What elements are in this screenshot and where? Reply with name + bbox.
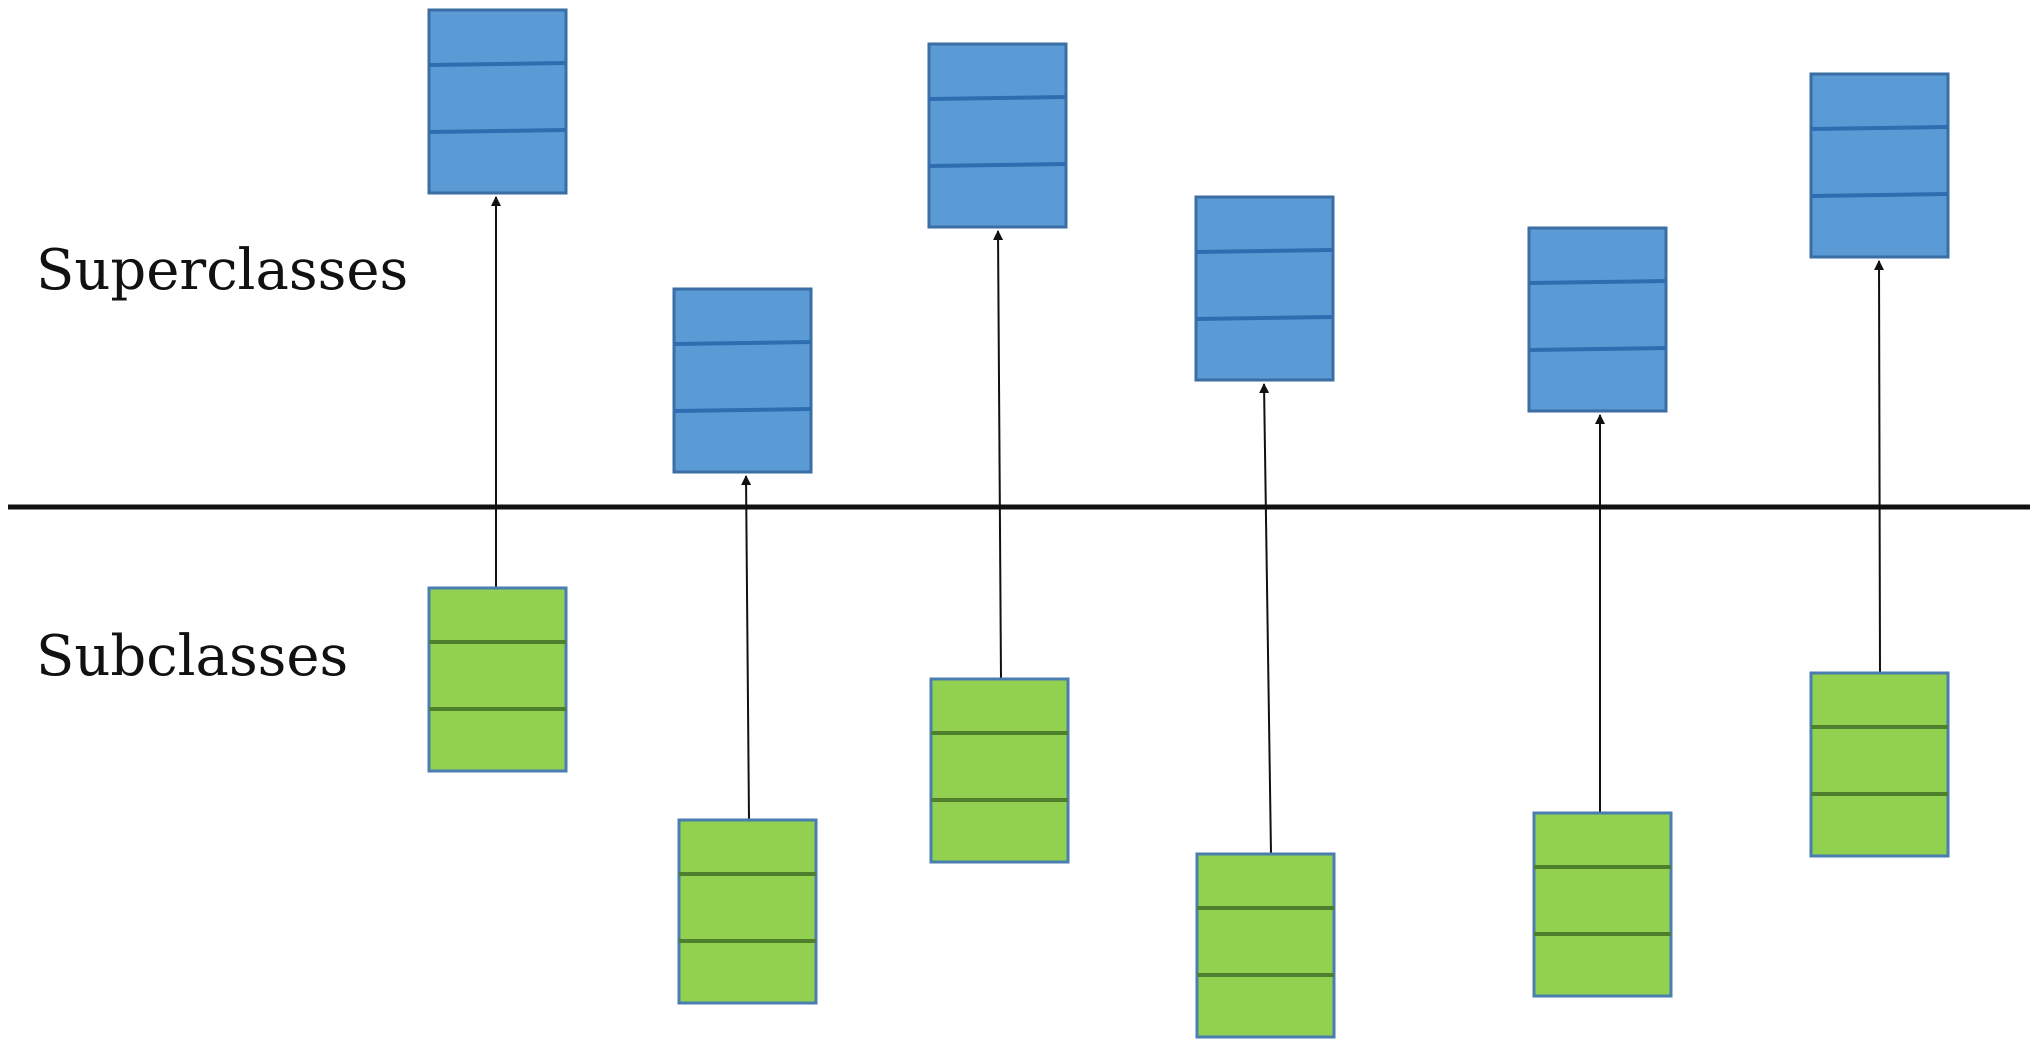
class-divider-line [1195, 315, 1334, 321]
superclass-box-2 [672, 287, 813, 474]
subclass-box-body [1809, 671, 1950, 858]
subclass-box-6 [1809, 671, 1950, 858]
superclass-box-body [672, 287, 813, 474]
class-divider-line [428, 128, 567, 134]
subclass-box-body [1195, 852, 1336, 1039]
class-divider-line [1528, 346, 1667, 352]
class-divider-line [928, 95, 1067, 101]
subclass-box-3 [929, 677, 1070, 864]
subclass-box-body [929, 677, 1070, 864]
subclass-box-body [1532, 811, 1673, 998]
class-divider-line [673, 340, 812, 346]
superclass-box-body [427, 8, 568, 195]
inheritance-arrow [1259, 383, 1272, 855]
class-divider-line [928, 162, 1067, 168]
superclass-box-4 [1194, 195, 1335, 382]
class-divider-line [673, 407, 812, 413]
superclass-box-3 [927, 42, 1068, 229]
subclass-box-1 [427, 586, 568, 773]
inheritance-arrows [491, 196, 1885, 855]
subclass-box-5 [1532, 811, 1673, 998]
subclass-box-2 [677, 818, 818, 1005]
class-divider-line [1810, 125, 1949, 131]
superclass-box-body [1527, 226, 1668, 413]
class-divider-line [1528, 279, 1667, 285]
subclass-box-body [677, 818, 818, 1005]
class-divider-line [428, 61, 567, 67]
subclass-box-4 [1195, 852, 1336, 1039]
superclass-box-body [1809, 72, 1950, 259]
subclasses-label: Subclasses [36, 624, 349, 689]
superclass-row [427, 8, 1950, 474]
inheritance-arrow [741, 475, 752, 821]
class-divider-line [1810, 192, 1949, 198]
superclass-box-1 [427, 8, 568, 195]
subclass-box-body [427, 586, 568, 773]
superclass-box-body [927, 42, 1068, 229]
subclass-row [427, 586, 1950, 1039]
superclass-box-5 [1527, 226, 1668, 413]
inheritance-arrow [993, 230, 1004, 680]
inheritance-arrow [1874, 260, 1885, 674]
superclass-box-body [1194, 195, 1335, 382]
class-divider-line [1195, 248, 1334, 254]
superclasses-label: Superclasses [36, 238, 409, 303]
superclass-box-6 [1809, 72, 1950, 259]
